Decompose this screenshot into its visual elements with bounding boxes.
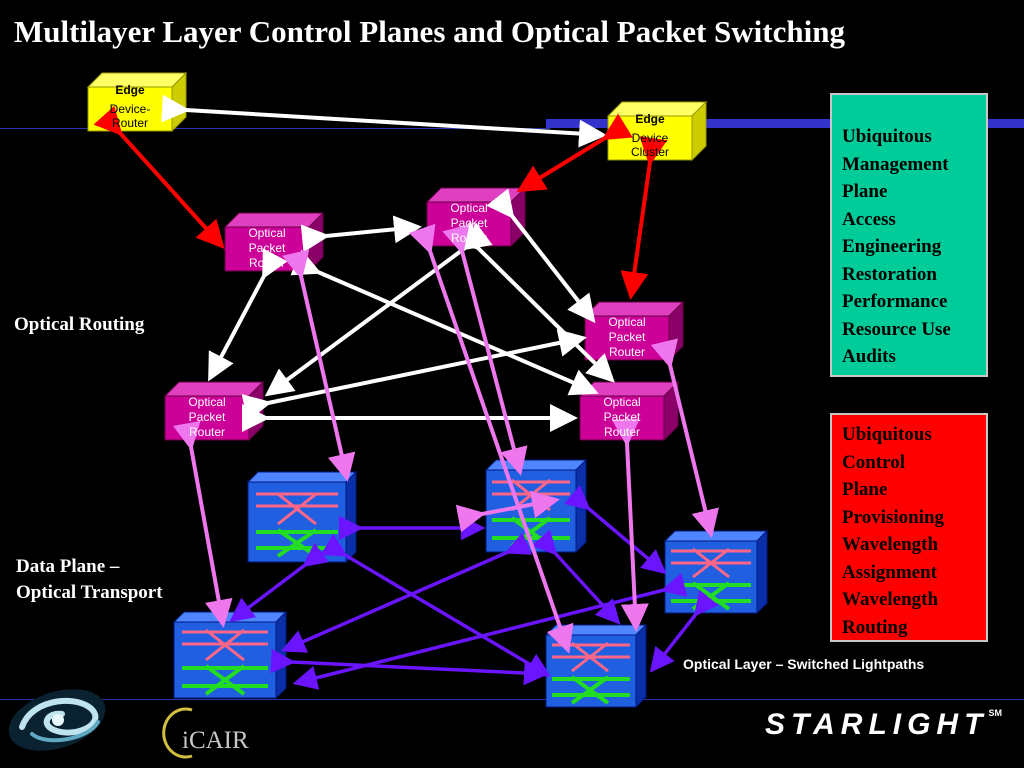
router-3-line3: Router (608, 345, 646, 359)
router-3-label: Optical Packet Router (585, 315, 669, 360)
lightpath-router3-sw3 (650, 338, 719, 538)
transport-link-sw2-sw5 (531, 529, 621, 625)
edge-device-router-line2: Device- (109, 102, 151, 116)
lightpath-router4-sw4 (172, 420, 233, 628)
management-panel-line: Audits (842, 346, 896, 367)
edge-device-cluster-line2: Device (631, 131, 669, 145)
link-edge-router-to-edge-cluster (161, 94, 607, 148)
top-divider-thick-bar (546, 119, 1024, 128)
link-router4-router3 (241, 329, 587, 422)
lightpath-sw2-internal (455, 490, 560, 533)
management-panel-line: Resource Use (842, 318, 951, 340)
edge-device-cluster-line3: Cluster (630, 145, 669, 159)
management-panel-line: Performance (842, 291, 948, 312)
slide-title: Multilayer Layer Control Planes and Opti… (14, 14, 845, 49)
router-2-line1: Optical (450, 201, 488, 215)
link-router1-router2 (300, 215, 422, 253)
management-panel-line: Restoration (842, 263, 937, 285)
edge-device-cluster-label: Edge Device Cluster (608, 112, 692, 159)
optical-switch-5 (544, 623, 648, 709)
starlight-logo-text: STARLIGHT (765, 708, 989, 741)
transport-link-sw3-sw5 (649, 589, 719, 673)
control-panel-line: Wavelength (842, 589, 939, 610)
transport-link-sw2-sw4 (280, 532, 533, 653)
link-router1-router4 (208, 248, 288, 382)
transport-link-sw4-sw5 (270, 648, 549, 686)
router-4-label: Optical Packet Router (165, 395, 249, 440)
icair-logo-ring (162, 707, 193, 759)
control-panel-line: Plane (842, 479, 888, 500)
access-link-edge-router-to-router1 (93, 105, 225, 249)
router-5-line2: Packet (603, 410, 641, 424)
control-panel-line: Control (842, 451, 905, 473)
icair-logo-text: iCAIR (182, 727, 249, 754)
router-4-line3: Router (188, 425, 226, 439)
data-plane-line1: Data Plane – (16, 556, 120, 577)
control-panel-line: Provisioning (842, 506, 945, 528)
management-panel-line: Management (842, 153, 949, 175)
optical-routing-label: Optical Routing (14, 314, 145, 335)
access-link-edge-cluster-to-router3 (620, 136, 668, 300)
lightpath-router5-sw5 (611, 418, 649, 632)
optical-switch-2 (484, 458, 588, 554)
router-2-label: Optical Packet Router (427, 201, 511, 246)
edge-device-router-line1: Edge (115, 83, 145, 97)
access-link-edge-cluster-to-router2 (516, 113, 633, 193)
router-1-label: Optical Packet Router (225, 226, 309, 271)
data-plane-line2: Optical Transport (16, 582, 163, 603)
router-5-label: Optical Packet Router (580, 395, 664, 440)
bottom-divider-line (0, 699, 1024, 700)
control-panel-line: Wavelength (842, 534, 939, 555)
management-panel-line: Access (842, 208, 896, 230)
transport-link-sw2-sw3 (564, 485, 667, 575)
lightpath-router2-sw5 (408, 223, 574, 654)
router-3-line2: Packet (608, 330, 646, 344)
management-panel-line: Plane (842, 181, 888, 202)
control-panel-line: Assignment (842, 561, 938, 583)
management-panel-line: Engineering (842, 236, 942, 257)
optical-switch-3 (663, 529, 769, 615)
optical-layer-caption: Optical Layer – Switched Lightpaths (683, 656, 925, 672)
router-1-line3: Router (248, 256, 286, 270)
router-4-line2: Packet (188, 410, 226, 424)
control-panel-line: Routing (842, 616, 908, 638)
starlight-sm-mark: SM (988, 708, 1002, 718)
lightpath-router1-sw1 (282, 249, 356, 482)
data-plane-label: Data Plane – Optical Transport (16, 554, 163, 606)
management-panel-line: Ubiquitous (842, 126, 932, 147)
router-1-line1: Optical (248, 226, 286, 240)
router-3-line1: Optical (608, 315, 646, 329)
edge-device-router-line3: Router (111, 116, 149, 130)
transport-link-sw1-sw5 (320, 533, 552, 677)
link-router2-router3 (486, 188, 596, 324)
optical-switch-1 (246, 470, 358, 564)
edge-device-cluster-line1: Edge (635, 112, 665, 126)
edge-device-router-label: Edge Device- Router (88, 83, 172, 130)
router-4-line1: Optical (188, 395, 226, 409)
router-5-line1: Optical (603, 395, 641, 409)
router-5-line3: Router (603, 425, 641, 439)
optical-switch-4 (172, 610, 288, 700)
router-2-line3: Router (450, 231, 488, 245)
starlight-logo: STARLIGHTSM (765, 708, 1002, 742)
router-1-line2: Packet (248, 241, 286, 255)
galaxy-logo (8, 689, 106, 751)
control-panel-line: Ubiquitous (842, 424, 932, 445)
router-2-line2: Packet (450, 216, 488, 230)
